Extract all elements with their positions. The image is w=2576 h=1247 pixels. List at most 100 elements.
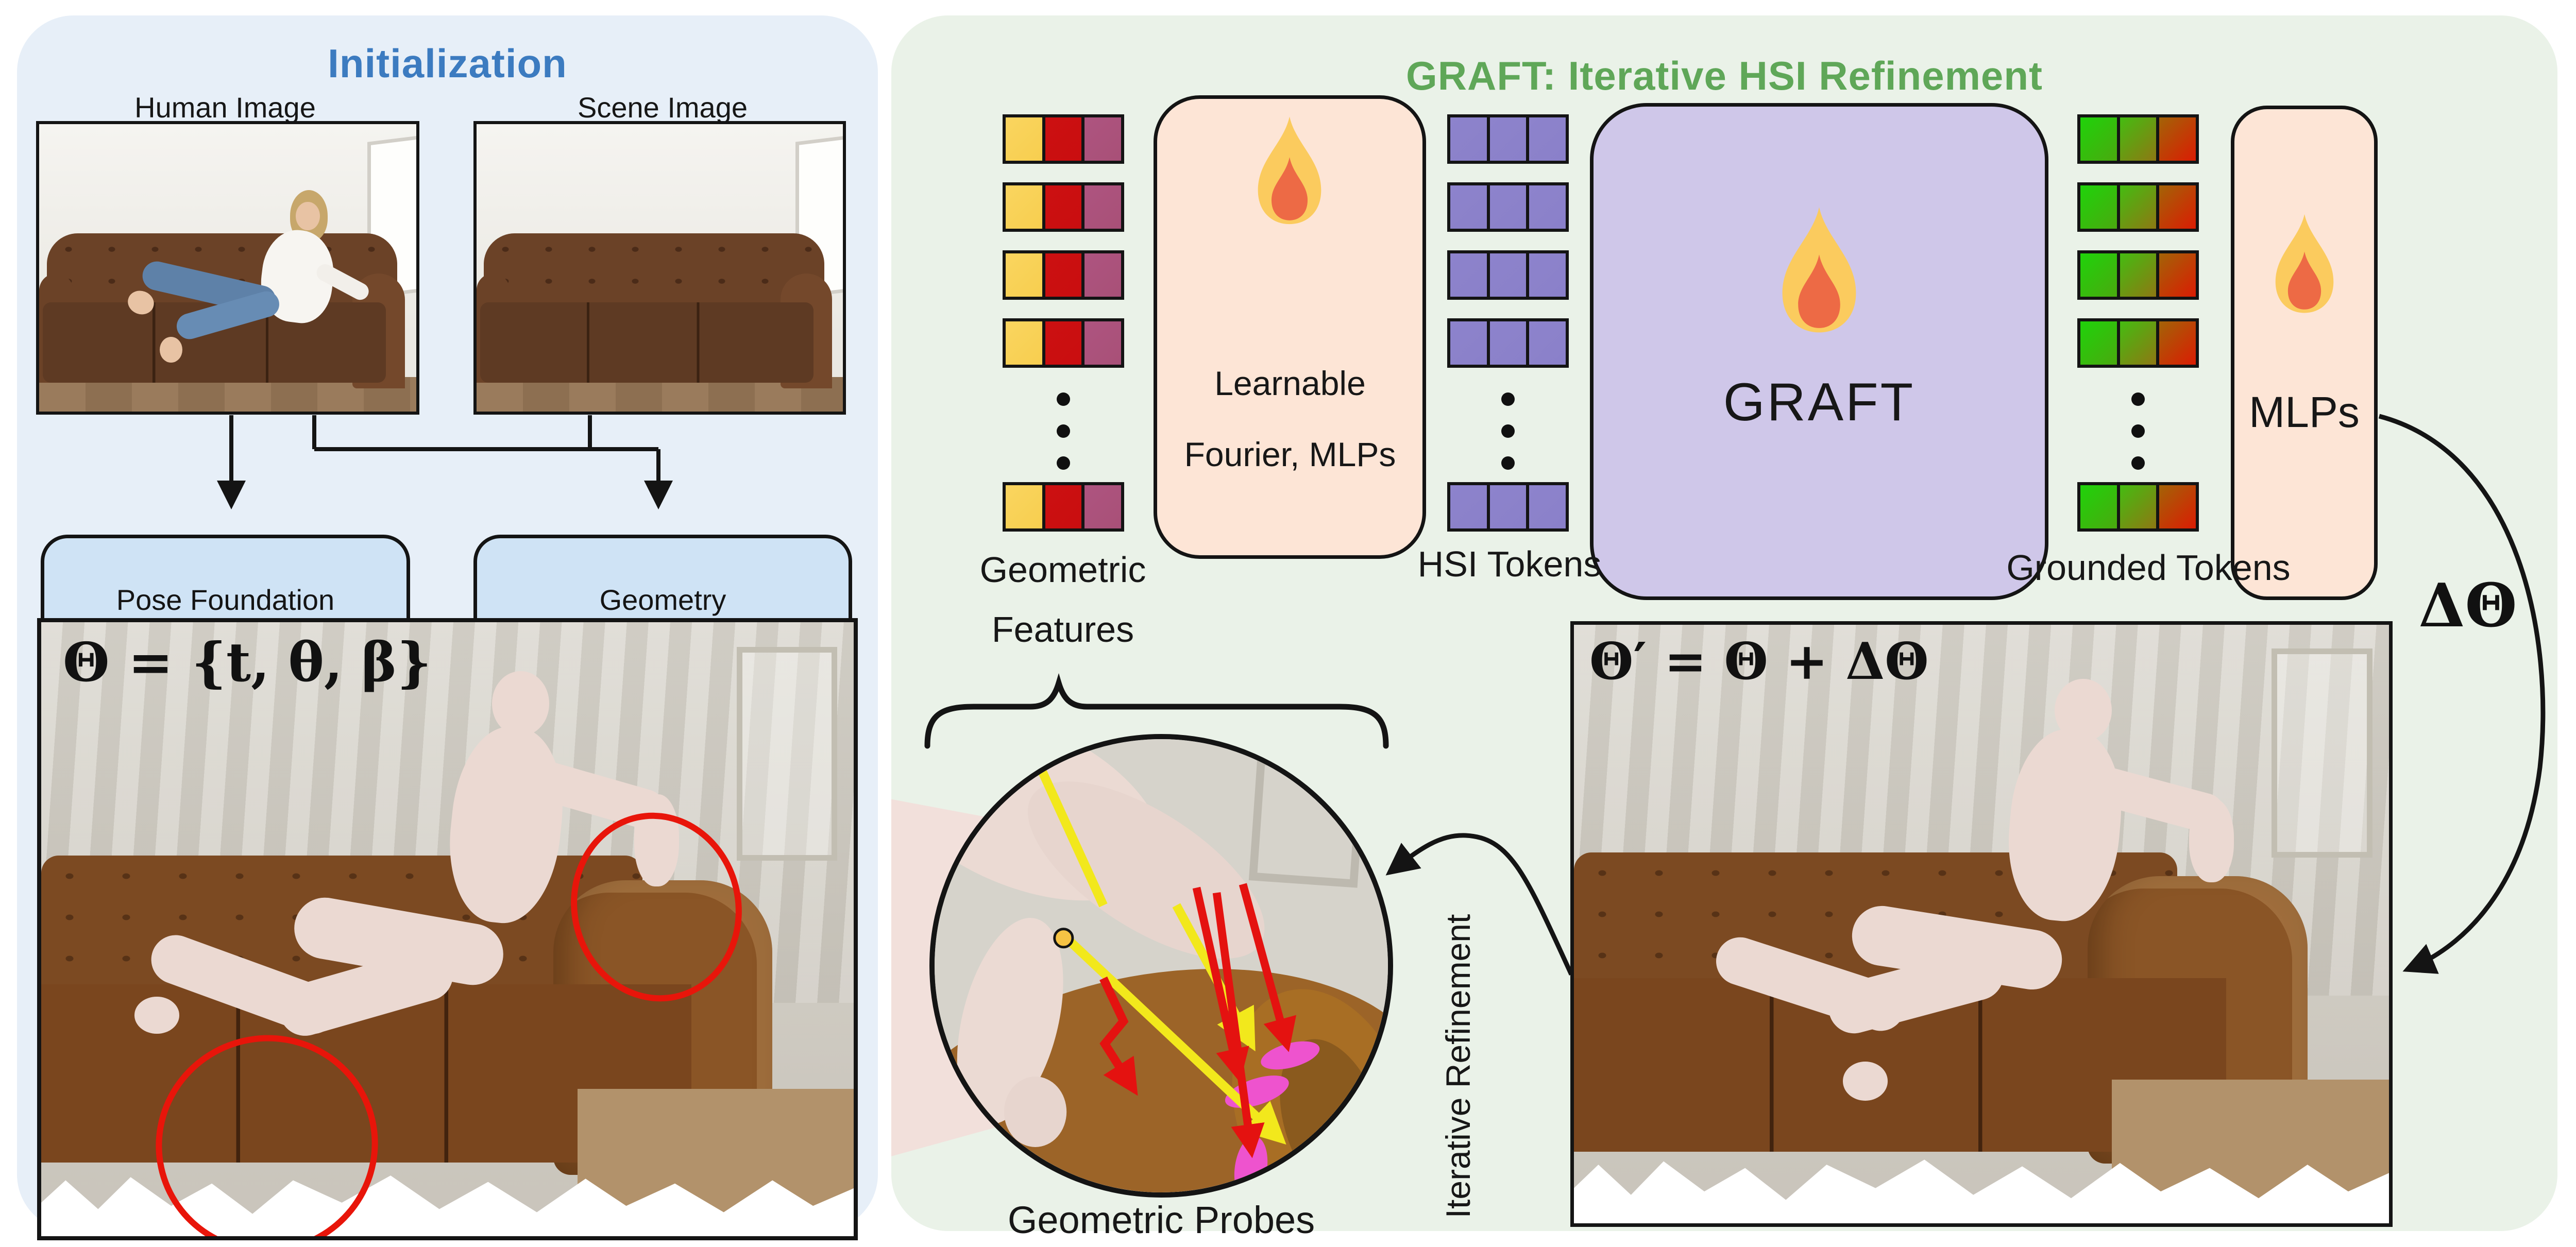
- feature-token: [1003, 114, 1124, 164]
- person-face: [295, 201, 320, 231]
- token-cell: [1526, 185, 1566, 229]
- token-cell: [1526, 485, 1566, 528]
- feature-token: [1447, 482, 1569, 532]
- mannequin-forearm: [2189, 798, 2234, 882]
- token-cell: [1006, 321, 1042, 365]
- scene-image-label: Scene Image: [578, 91, 748, 124]
- panel-initialization: Initialization Human Image Scene Image: [17, 15, 878, 1240]
- mannequin-foot: [1843, 1062, 1888, 1101]
- token-cell: [1450, 117, 1487, 161]
- hsi-token-column: [1447, 114, 1569, 550]
- feature-token: [2077, 114, 2199, 164]
- panel-title-refinement: GRAFT: Iterative HSI Refinement: [1406, 53, 2043, 98]
- feature-token: [1447, 182, 1569, 232]
- scene-image-photo: [473, 121, 846, 415]
- token-cell: [2156, 185, 2196, 229]
- token-cell: [2116, 185, 2157, 229]
- flame-icon: [1252, 113, 1327, 227]
- mlps-box-label: MLPs: [2249, 388, 2360, 436]
- feature-token: [1447, 114, 1569, 164]
- update-equation: Θ′ = Θ + ΔΘ: [1589, 632, 1929, 691]
- token-cell: [1081, 321, 1122, 365]
- dot: [2131, 456, 2145, 470]
- theta-equation: Θ = {t, θ, β}: [63, 630, 432, 694]
- dot: [1057, 424, 1070, 438]
- token-cell: [1486, 117, 1527, 161]
- token-cell: [1081, 253, 1122, 297]
- geometric-probes-label: Geometric Probes: [1007, 1199, 1315, 1241]
- dot: [1057, 456, 1070, 470]
- token-cell: [1006, 117, 1042, 161]
- human-image-photo: [36, 121, 419, 415]
- token-cell: [1526, 321, 1566, 365]
- feature-token: [1003, 182, 1124, 232]
- hsi-tokens-label: HSI Tokens: [1417, 544, 1602, 584]
- token-cell: [1042, 185, 1082, 229]
- token-cell: [2080, 321, 2117, 365]
- token-cell: [2080, 117, 2117, 161]
- couch-seat: [480, 302, 814, 383]
- token-cell: [1042, 253, 1082, 297]
- token-cell: [1081, 117, 1122, 161]
- token-cell: [1450, 185, 1487, 229]
- token-cell: [1081, 485, 1122, 528]
- window-frame: [737, 646, 838, 861]
- feature-token: [1447, 318, 1569, 368]
- token-cell: [1042, 485, 1082, 528]
- token-cell: [2080, 485, 2117, 528]
- token-cell: [1486, 321, 1527, 365]
- delta-theta-label: ΔΘ: [2418, 571, 2517, 641]
- flame-icon: [1775, 203, 1863, 335]
- token-cell: [2080, 253, 2117, 297]
- feature-token: [2077, 182, 2199, 232]
- mlps-box: [2231, 106, 2378, 600]
- probe-point: [1053, 928, 1074, 949]
- flame-icon: [2270, 211, 2339, 315]
- grounded-tokens-label: Grounded Tokens: [2006, 548, 2291, 588]
- panel-iterative-refinement: GRAFT: Iterative HSI Refinement Learnabl…: [891, 15, 2557, 1241]
- token-cell: [1042, 321, 1082, 365]
- feature-token: [2077, 482, 2199, 532]
- feature-token: [1447, 250, 1569, 300]
- token-cell: [1486, 253, 1527, 297]
- mannequin-forearm: [634, 794, 679, 886]
- token-cell: [2116, 117, 2157, 161]
- ellipsis-dots: [2077, 392, 2199, 470]
- token-cell: [1526, 117, 1566, 161]
- token-cell: [2156, 485, 2196, 528]
- human-image-label: Human Image: [134, 91, 316, 124]
- token-cell: [1042, 117, 1082, 161]
- ellipsis-dots: [1447, 392, 1569, 470]
- token-cell: [2156, 321, 2196, 365]
- panel-title-initialization: Initialization: [328, 41, 567, 86]
- token-cell: [2156, 253, 2196, 297]
- token-cell: [2116, 321, 2157, 365]
- token-cell: [1006, 485, 1042, 528]
- couch-seat: [43, 302, 386, 383]
- token-cell: [2116, 253, 2157, 297]
- token-cell: [1450, 253, 1487, 297]
- feature-token: [2077, 250, 2199, 300]
- dot: [2131, 392, 2145, 406]
- graft-box: [1590, 103, 2048, 600]
- dot: [1057, 392, 1070, 406]
- feature-token: [2077, 318, 2199, 368]
- feature-token: [1003, 250, 1124, 300]
- feature-token: [1003, 318, 1124, 368]
- ellipsis-dots: [1003, 392, 1124, 470]
- graft-box-label: GRAFT: [1723, 372, 1916, 432]
- token-cell: [1450, 485, 1487, 528]
- token-cell: [1006, 185, 1042, 229]
- token-cell: [1526, 253, 1566, 297]
- initial-hsi-render: Θ = {t, θ, β}: [37, 618, 858, 1240]
- refined-hsi-render: Θ′ = Θ + ΔΘ: [1570, 621, 2393, 1227]
- window-frame: [2272, 648, 2373, 858]
- geometric-probes-inset: [929, 734, 1393, 1198]
- dot: [1501, 424, 1515, 438]
- dot: [2131, 424, 2145, 438]
- token-cell: [1450, 321, 1487, 365]
- learnable-fourier-mlps-label: Learnable Fourier, MLPs: [1184, 364, 1396, 473]
- token-cell: [1006, 253, 1042, 297]
- token-cell: [2116, 485, 2157, 528]
